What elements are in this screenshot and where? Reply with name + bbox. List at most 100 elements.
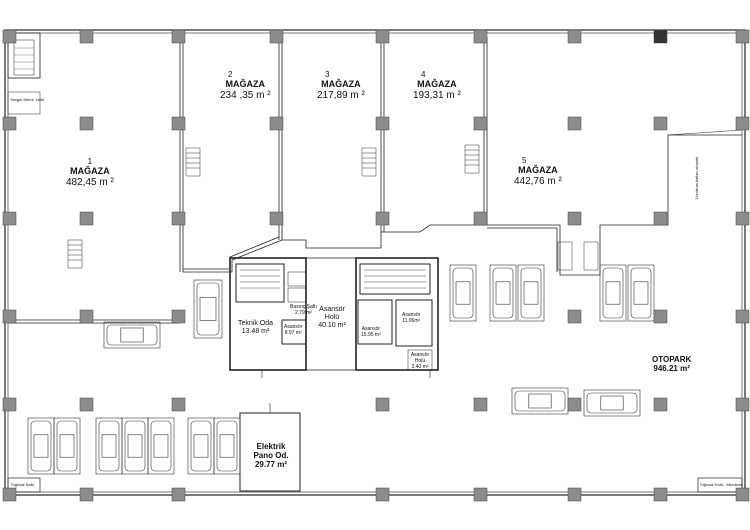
room-area: 40.10 m²	[318, 322, 346, 330]
room-name: OTOPARK	[652, 355, 692, 364]
store-4-label: 4 MAĞAZA 193,31 m ²	[413, 70, 461, 101]
building-core	[229, 257, 439, 378]
column	[375, 487, 390, 502]
column	[79, 211, 94, 226]
column	[653, 487, 668, 502]
column	[171, 211, 186, 226]
column	[269, 29, 284, 44]
parked-car	[213, 417, 241, 475]
room-name: Asansör	[361, 326, 381, 332]
asansor-a-label: Asansör 8.97 m²	[284, 324, 302, 336]
column	[473, 397, 488, 412]
column	[473, 487, 488, 502]
asansor-c-label: Asansör 11.06m²	[402, 312, 420, 324]
column	[171, 29, 186, 44]
store-area: 217,89 m ²	[317, 89, 365, 101]
parked-car	[53, 417, 81, 475]
store-name: MAĞAZA	[417, 79, 457, 90]
column	[79, 487, 94, 502]
column	[735, 29, 750, 44]
column	[567, 397, 582, 412]
shop-partitions	[8, 37, 743, 324]
parked-car	[147, 417, 175, 475]
bottom-right-room-note: Sığınak Holü - Merdiven	[700, 482, 743, 487]
store-area: 234 ,35 m ²	[220, 89, 271, 101]
top-left-room-note: Yangın Merdi. Holü	[10, 97, 44, 102]
column	[171, 116, 186, 131]
column	[735, 211, 750, 226]
parked-car	[27, 417, 55, 475]
column	[2, 397, 17, 412]
column	[79, 397, 94, 412]
room-area: 2.79 m²	[295, 310, 312, 316]
top-left-stair	[7, 32, 41, 115]
room-area: 11.06m²	[402, 318, 421, 324]
room-name: Asansör	[402, 312, 421, 318]
store-number: 2	[228, 70, 233, 79]
room-area: 3.40 m²	[411, 364, 429, 370]
column	[567, 487, 582, 502]
store-1-label: 1 MAĞAZA 482,45 m ²	[66, 157, 114, 188]
column	[2, 487, 17, 502]
parked-car	[627, 264, 655, 322]
store-number: 5	[522, 156, 527, 165]
store-area: 193,31 m ²	[413, 89, 461, 101]
parked-car	[193, 279, 223, 339]
column	[79, 116, 94, 131]
store-name: MAĞAZA	[70, 166, 110, 177]
store-number: 1	[87, 157, 93, 166]
room-name: Asansör Holü	[410, 352, 430, 364]
column	[79, 29, 94, 44]
store-area: 442,76 m ²	[514, 175, 562, 187]
room-area: 8.97 m²	[284, 330, 302, 336]
store-name: MAĞAZA	[518, 165, 558, 176]
column	[653, 397, 668, 412]
room-area: 946.21 m²	[653, 364, 690, 374]
store-3-label: 3 MAĞAZA 217,89 m ²	[317, 70, 365, 101]
store-2-label: 2 MAĞAZA 234 ,35 m ²	[220, 70, 271, 101]
parked-car	[449, 264, 477, 322]
column	[473, 29, 488, 44]
column	[567, 309, 582, 324]
bottom-left-room-note: Sığınak Şaftı	[11, 482, 34, 487]
column	[567, 29, 582, 44]
store-area: 482,45 m ²	[66, 176, 114, 188]
store-name: MAĞAZA	[321, 79, 361, 90]
parked-car	[489, 264, 517, 322]
room-area: 15.95 m²	[361, 332, 381, 338]
parked-car	[511, 387, 569, 415]
store-number: 3	[325, 70, 330, 79]
parked-car	[103, 321, 161, 349]
column	[171, 397, 186, 412]
basinc-label: Basınç Şaftı 2.79 m²	[290, 304, 317, 316]
column	[653, 29, 668, 44]
column	[473, 116, 488, 131]
parked-car	[121, 417, 149, 475]
room-name: Elektrik Pano Od.	[253, 442, 289, 461]
column	[735, 397, 750, 412]
column	[79, 309, 94, 324]
store-name: MAĞAZA	[225, 79, 266, 90]
store-number: 4	[421, 70, 426, 79]
column	[473, 211, 488, 226]
column	[375, 397, 390, 412]
parked-car	[95, 417, 123, 475]
parking-bays	[27, 264, 655, 475]
column	[2, 29, 17, 44]
room-name: Asansör Holü	[319, 306, 345, 322]
column	[653, 309, 668, 324]
column	[735, 116, 750, 131]
column	[269, 116, 284, 131]
column	[735, 487, 750, 502]
column	[375, 29, 390, 44]
room-name: Teknik Oda	[238, 320, 274, 327]
column	[2, 309, 17, 324]
elektrik-pano-label: Elektrik Pano Od. 29.77 m²	[248, 442, 294, 470]
asansor-holu-small-label: Asansör Holü 3.40 m²	[410, 352, 430, 370]
otopark-label: OTOPARK 946.21 m²	[652, 355, 691, 373]
room-area: 13.48 m²	[241, 328, 270, 336]
column	[171, 487, 186, 502]
room-name: Basınç Şaftı	[290, 304, 317, 310]
asansor-holu-label: Asansör Holü 40.10 m²	[312, 306, 352, 330]
